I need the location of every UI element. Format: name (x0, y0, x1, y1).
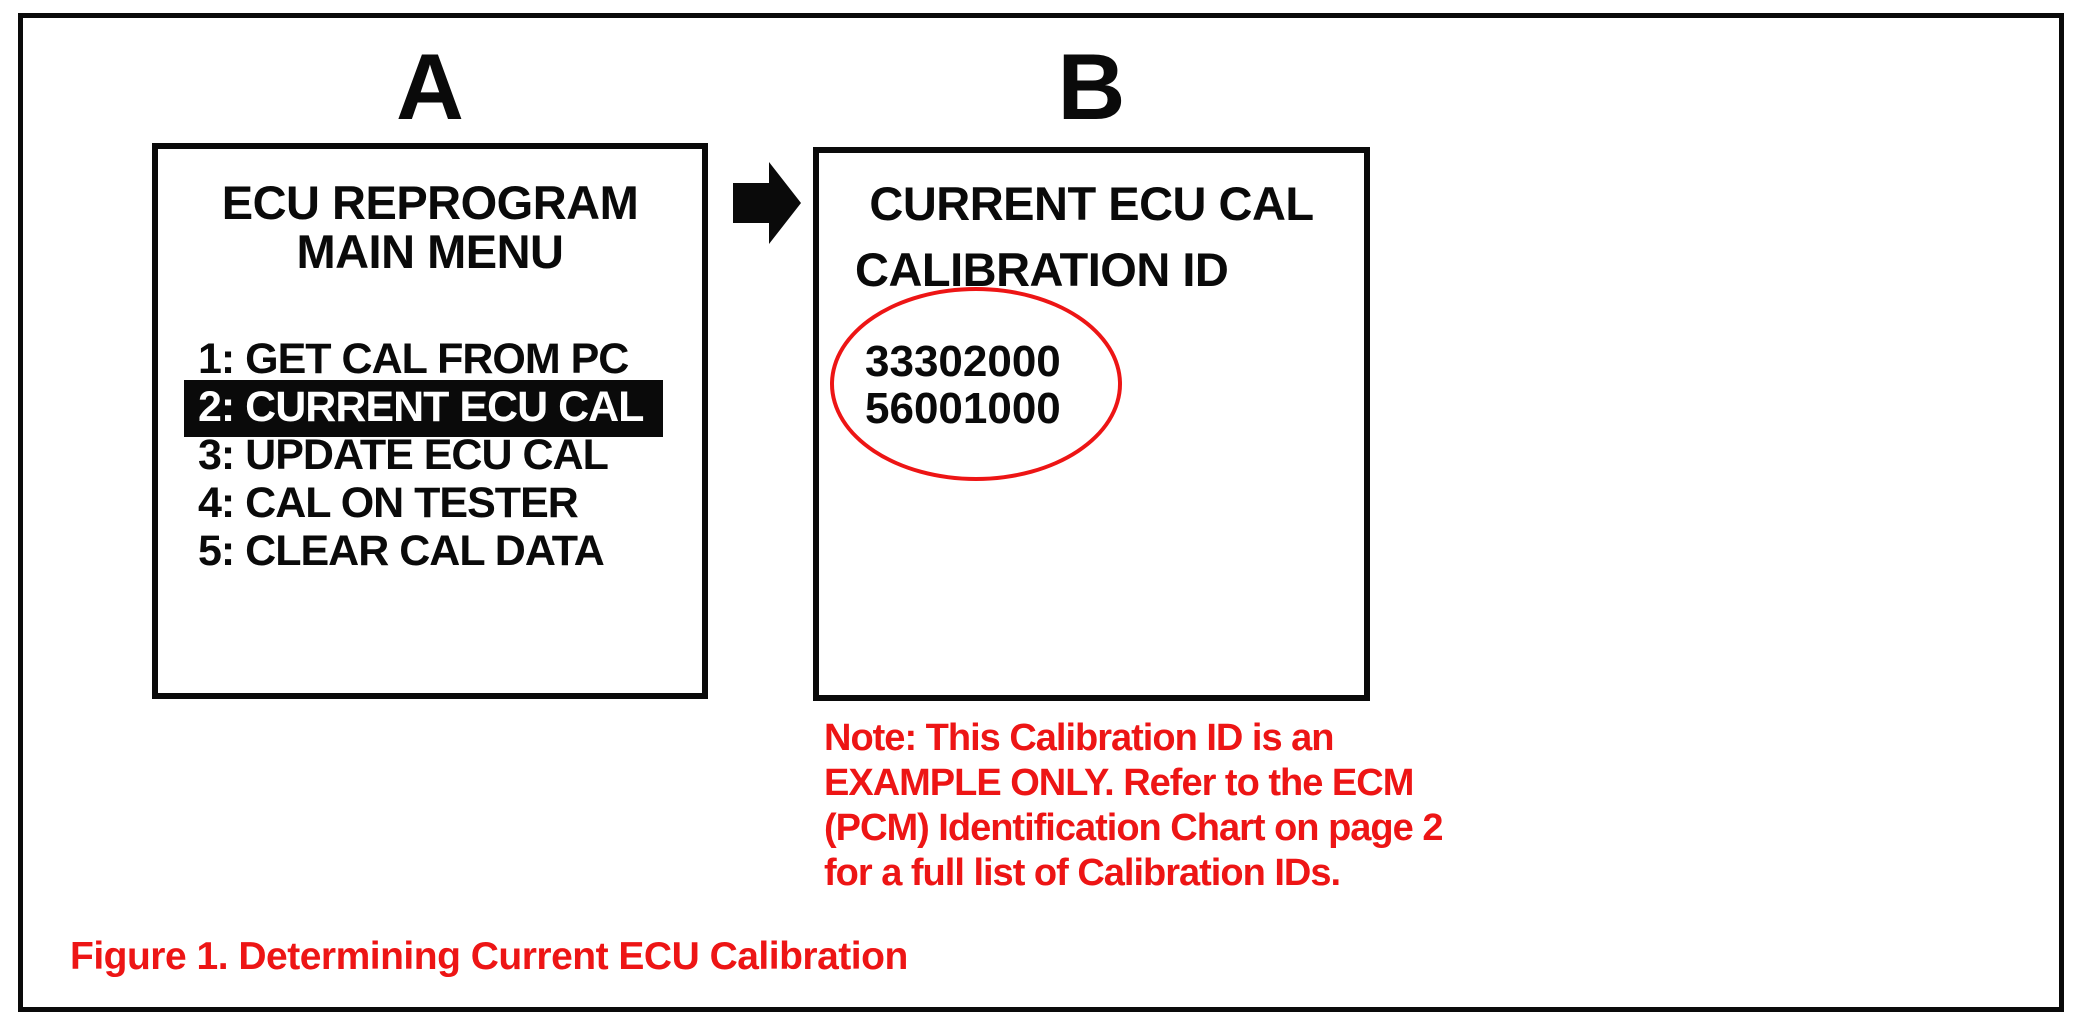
panel-b-label: B (1057, 34, 1126, 139)
figure-caption: Figure 1. Determining Current ECU Calibr… (70, 935, 908, 978)
red-ellipse-annotation (830, 287, 1122, 481)
note-line-3: (PCM) Identification Chart on page 2 (824, 807, 1443, 849)
menu-item-update-ecu-cal: 3: UPDATE ECU CAL (198, 431, 609, 479)
screen-a-title-line2: MAIN MENU (296, 225, 564, 278)
figure-border (18, 13, 2064, 1012)
menu-item-get-cal-from-pc: 1: GET CAL FROM PC (198, 335, 629, 383)
selected-item-highlight: 2: CURRENT ECU CAL (184, 380, 664, 437)
screen-a-ecu-reprogram-main-menu: ECU REPROGRAM MAIN MENU 1: GET CAL FROM … (152, 143, 708, 699)
menu-item-current-ecu-cal-selected: 2: CURRENT ECU CAL (184, 380, 664, 437)
screen-b-subtitle: CALIBRATION ID (855, 243, 1229, 296)
screen-b-title: CURRENT ECU CAL (869, 177, 1314, 230)
note-text: Note: This Calibration ID is an EXAMPLE … (824, 716, 1443, 896)
right-arrow-icon (733, 162, 801, 244)
panel-a-label: A (396, 34, 464, 139)
note-line-1: Note: This Calibration ID is an (824, 717, 1335, 759)
menu-item-clear-cal-data: 5: CLEAR CAL DATA (198, 527, 605, 575)
note-line-2: EXAMPLE ONLY. Refer to the ECM (824, 762, 1414, 804)
screen-a-menu: 1: GET CAL FROM PC 2: CURRENT ECU CAL 3:… (184, 335, 664, 575)
screen-a-title-line1: ECU REPROGRAM (221, 176, 639, 229)
menu-item-cal-on-tester: 4: CAL ON TESTER (198, 479, 579, 527)
screen-a-title: ECU REPROGRAM MAIN MENU (158, 178, 702, 276)
screen-b-current-ecu-cal: CURRENT ECU CAL CALIBRATION ID 33302000 … (813, 147, 1370, 701)
note-line-4: for a full list of Calibration IDs. (824, 852, 1341, 894)
